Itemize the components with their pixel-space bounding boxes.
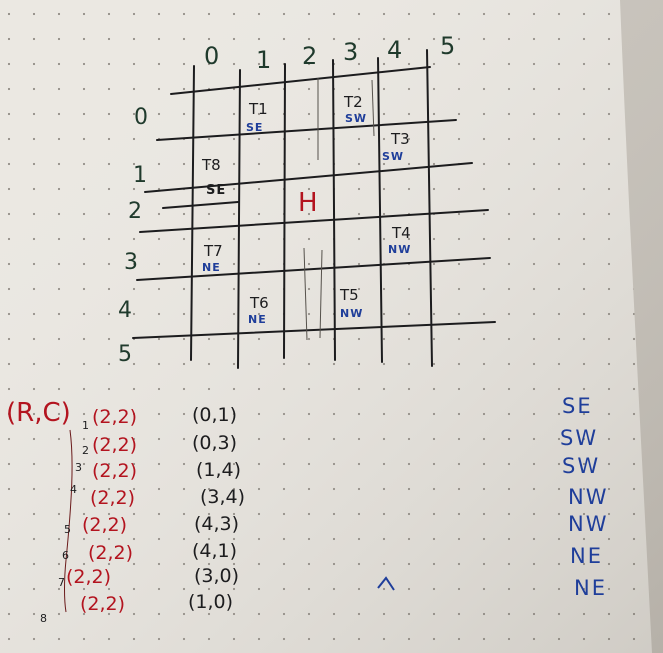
col-label: 4	[387, 36, 403, 64]
col-label: 5	[440, 32, 456, 60]
token-label: T7	[204, 242, 223, 260]
grid-line	[162, 201, 239, 209]
grid-line	[332, 59, 336, 361]
grid-line	[237, 69, 241, 369]
direction-entry: SE	[562, 394, 593, 418]
token-coordinate: (3,4)	[200, 486, 246, 508]
grid-line	[144, 162, 473, 193]
grid-line	[426, 49, 433, 367]
row-index: 5	[64, 523, 71, 536]
token-label: T1	[249, 100, 268, 118]
token-label: T4	[392, 224, 411, 242]
token-coordinate: (1,4)	[196, 459, 242, 481]
col-label: 1	[256, 46, 272, 74]
token-label: T2	[344, 93, 363, 111]
token-direction: NE	[202, 261, 221, 274]
row-index: 3	[75, 461, 82, 474]
direction-entry: NE	[574, 576, 607, 600]
guide-lines	[303, 78, 375, 341]
hub-coordinate: (2,2)	[82, 514, 128, 536]
token-coordinate: (3,0)	[194, 565, 240, 587]
hub-coordinate: (2,2)	[66, 566, 112, 588]
correction-mark	[377, 576, 395, 591]
hub-coordinate: (2,2)	[92, 434, 138, 456]
direction-entry: NE	[570, 544, 603, 568]
token-coordinate: (0,1)	[192, 404, 238, 426]
token-direction: SE	[246, 121, 264, 134]
row-label: 3	[124, 250, 138, 275]
row-index: 2	[82, 444, 89, 457]
grid-line	[377, 57, 383, 363]
token-coordinate: (0,3)	[192, 432, 238, 454]
direction-entry: SW	[560, 426, 599, 450]
row-label: 1	[133, 163, 147, 188]
col-label: 2	[302, 42, 318, 70]
col-label: 0	[204, 42, 220, 70]
direction-entry: NW	[568, 485, 609, 509]
token-label: T6	[250, 294, 269, 312]
token-coordinate: (4,3)	[194, 513, 240, 535]
token-coordinate: (1,0)	[188, 591, 234, 613]
hub-coordinate: (2,2)	[90, 487, 136, 509]
token-label: T5	[340, 286, 359, 304]
grid-line	[132, 321, 496, 339]
margin-bracket	[64, 429, 73, 613]
token-coordinate: (4,1)	[192, 540, 238, 562]
row-index: 8	[40, 612, 47, 625]
direction-entry: NW	[568, 512, 609, 536]
grid-line	[139, 209, 489, 233]
table-header: (R,C)	[6, 398, 71, 428]
row-label: 2	[128, 199, 142, 224]
token-direction: NW	[388, 243, 412, 256]
token-direction: SE	[206, 183, 227, 198]
hub-coordinate: (2,2)	[80, 593, 126, 615]
token-label: T3	[391, 130, 410, 148]
row-label: 5	[118, 342, 132, 367]
grid-line	[170, 66, 431, 95]
grid-line	[283, 63, 286, 359]
grid-line	[190, 65, 195, 361]
row-index: 4	[70, 483, 77, 496]
direction-entry: SW	[562, 454, 601, 478]
hub-coordinate: (2,2)	[88, 542, 134, 564]
hub-coordinate: (2,2)	[92, 406, 138, 428]
token-label: T8	[202, 156, 221, 174]
row-index: 7	[58, 576, 65, 589]
row-index: 1	[82, 419, 89, 432]
hand-drawn-grid	[132, 49, 496, 369]
grid-line	[136, 257, 491, 281]
col-label: 3	[343, 38, 359, 66]
grid-line	[156, 119, 457, 141]
token-direction: SW	[345, 112, 368, 125]
row-index: 6	[62, 549, 69, 562]
token-direction: SW	[382, 150, 405, 163]
hub-coordinate: (2,2)	[92, 460, 138, 482]
row-label: 0	[134, 105, 148, 130]
token-direction: NW	[340, 307, 364, 320]
token-direction: NE	[248, 313, 267, 326]
row-label: 4	[118, 298, 132, 323]
hub-marker: H	[298, 188, 318, 218]
